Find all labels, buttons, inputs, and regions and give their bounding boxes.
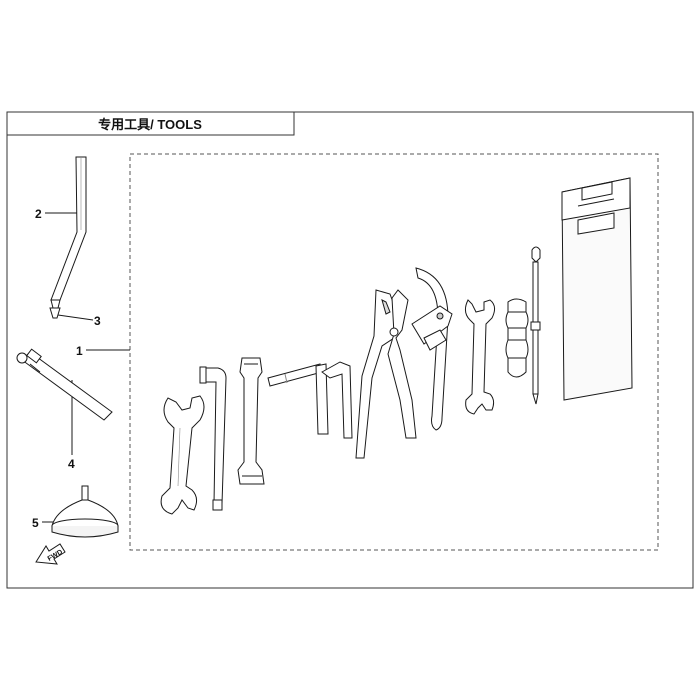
callout-2-label: 2 [35,207,42,221]
forward-arrow-icon: FWD [35,543,66,565]
callout-4-label: 4 [68,457,75,471]
title-box [6,111,295,136]
callout-2: 2 [35,207,80,221]
callout-3: 3 [57,314,101,328]
double-open-end-wrench-icon [160,395,205,515]
callout-1-label: 1 [76,344,83,358]
tube-socket-wrench-icon [237,357,265,485]
hex-key-icon [199,366,227,511]
t-handle-hex-drivers-icon [267,361,353,439]
screwdriver-bit-icon [530,246,541,405]
outer-frame [6,111,694,589]
callout-3-label: 3 [94,314,101,328]
tool-bag-icon [561,177,633,401]
pliers-icon [355,289,417,459]
callout-5-label: 5 [32,516,39,530]
spark-plug-socket-handle-icon [16,348,113,421]
page-title: 专用工具/ TOOLS [98,117,202,132]
pipe-wrench-tube-icon [49,156,87,319]
callout-1: 1 [76,344,130,358]
funnel-icon [51,485,119,538]
screwdriver-handle-icon [505,298,529,378]
small-open-end-wrench-icon [464,299,496,415]
adjustable-pin-spanner-icon [411,267,453,431]
